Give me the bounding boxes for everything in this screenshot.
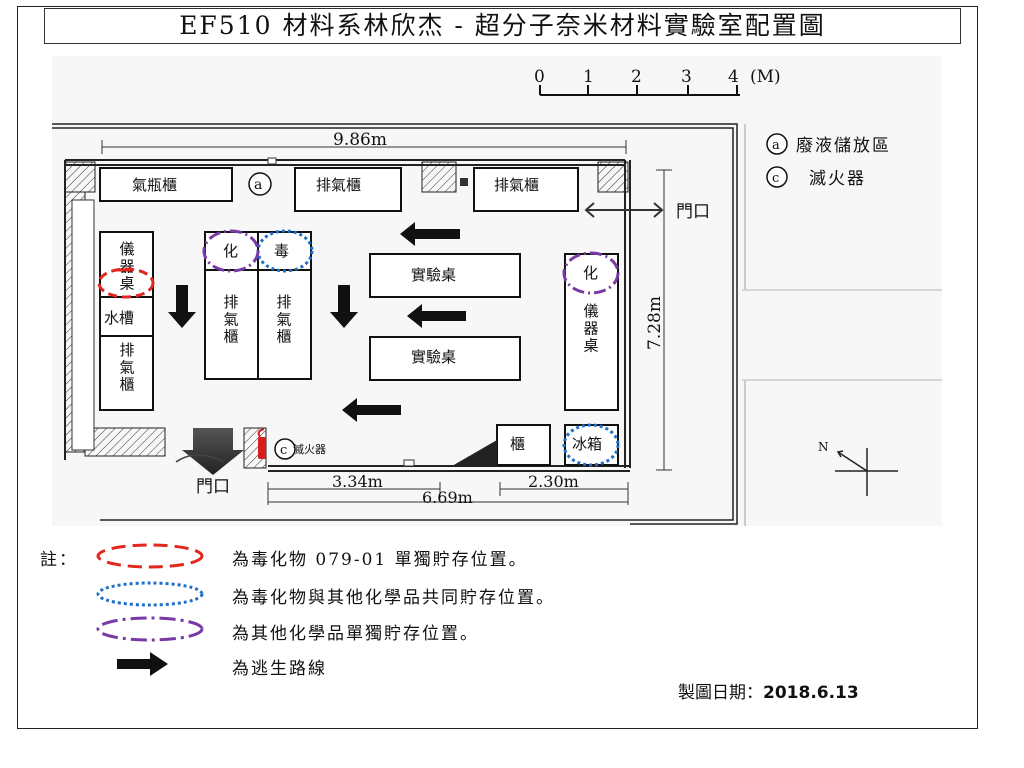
fume-hood-top-right (473, 167, 579, 212)
note-toxic-shared: 為毒化物與其他化學品共同貯存位置。 (232, 588, 555, 608)
extinguisher-marker-icon (274, 438, 296, 460)
right-door-arrow (584, 202, 664, 218)
escape-arrow-3 (342, 398, 401, 422)
fume-hood-top-middle-label: 排氣櫃 (316, 176, 361, 194)
other-chem-marker-1 (202, 229, 260, 273)
toxic-shared-marker-2 (562, 423, 620, 467)
other-chem-marker-2 (562, 251, 620, 295)
extinguisher-marker-label: 滅火器 (293, 443, 326, 456)
note-toxic-only-symbol (96, 543, 204, 569)
bottom-door-swing (175, 454, 225, 463)
scale-tick-4: 4 (728, 67, 739, 87)
instrument-table-right (564, 253, 619, 411)
toxic-marker-label: 毒 (274, 242, 289, 260)
gas-cabinet (99, 167, 233, 202)
scale-tick-2: 2 (631, 67, 642, 87)
escape-arrow-1 (400, 222, 460, 246)
scale-bar (539, 85, 740, 96)
lab-bench-2-label: 實驗桌 (411, 348, 456, 366)
escape-arrow-5 (330, 285, 358, 328)
fume-hood-top-right-label: 排氣櫃 (494, 176, 539, 194)
drawing-date-label: 製圖日期： (678, 683, 763, 703)
instrument-table-left-label: 儀器桌 (119, 240, 134, 293)
chem-marker-2-label: 化 (583, 264, 598, 282)
legend-waste-symbol: a (772, 138, 780, 153)
bottom-door-arrow (182, 428, 244, 475)
title-banner (44, 8, 961, 44)
wall-detail-3 (403, 459, 415, 467)
notes-heading: 註： (40, 550, 78, 570)
fridge-label: 冰箱 (572, 435, 602, 453)
drawing-date-value: 2018.6.13 (763, 683, 859, 703)
legend-waste-label: 廢液儲放區 (796, 136, 891, 156)
lab-bench-2 (369, 336, 521, 381)
scale-tick-1: 1 (583, 67, 594, 87)
dimension-top-label: 9.86m (333, 130, 387, 150)
left-bench-column (99, 231, 154, 411)
bottom-door-label: 門口 (196, 477, 230, 497)
wall-hatch-bottom-left (84, 427, 166, 457)
instrument-table-right-label: 儀器桌 (583, 302, 598, 355)
wall-hatch-top-left (64, 161, 96, 193)
compass-icon (835, 448, 898, 496)
escape-arrows (168, 222, 466, 422)
legend-extinguisher-symbol: c (772, 171, 779, 186)
waste-storage-symbol: a (254, 177, 262, 193)
fume-hood-top-middle (294, 167, 402, 212)
dimension-bottom-left-label: 3.34m (332, 472, 383, 491)
right-door-label: 門口 (676, 202, 710, 222)
note-other-chem-symbol (96, 616, 204, 642)
sink-label: 水槽 (104, 309, 134, 327)
building-outline (52, 123, 942, 526)
dimension-top (101, 140, 627, 154)
escape-arrow-2 (407, 304, 466, 328)
waste-storage-icon (248, 172, 272, 196)
page-frame (17, 6, 978, 729)
wall-detail-2 (460, 178, 468, 186)
compass-north-label: N (818, 440, 829, 454)
legend-waste-icon (766, 133, 788, 155)
escape-arrow-4 (168, 285, 196, 328)
note-toxic-only: 為毒化物 079-01 單獨貯存位置。 (232, 550, 528, 570)
cabinet-bottom-label: 櫃 (510, 435, 525, 453)
floor-ramp (452, 440, 497, 466)
note-other-chem: 為其他化學品單獨貯存位置。 (232, 624, 479, 644)
note-toxic-shared-symbol (96, 581, 204, 607)
dimension-right (656, 169, 672, 471)
wall-hatch-top-right (597, 161, 629, 193)
drawing-date: 製圖日期：2018.6.13 (678, 678, 859, 703)
fume-hood-left-label: 排氣櫃 (119, 341, 134, 394)
scale-tick-0: 0 (534, 67, 545, 87)
legend-extinguisher-icon (766, 166, 788, 188)
note-escape-arrow-icon (117, 652, 168, 676)
chem-marker-1-label: 化 (223, 242, 238, 260)
dimension-bottom-total-label: 6.69m (422, 488, 473, 507)
dimension-bottom-right-label: 2.30m (528, 472, 579, 491)
fire-extinguisher-icon (258, 437, 266, 459)
lab-bench-1-label: 實驗桌 (411, 266, 456, 284)
scale-labels: 0 1 2 3 4 (M) (534, 67, 781, 87)
legend: a 廢液儲放區 c 滅火器 (766, 133, 891, 189)
left-wall-panel (71, 199, 95, 451)
hood-column-1-label: 排氣櫃 (223, 293, 238, 346)
dimension-bottom (267, 482, 629, 505)
lab-bench-1 (369, 253, 521, 298)
scale-unit: (M) (750, 67, 781, 87)
fire-extinguisher-nozzle (257, 428, 265, 438)
dimension-right-label: 7.28m (645, 296, 665, 350)
hood-column-2-label: 排氣櫃 (276, 293, 291, 346)
wall-hatch-top-column (421, 161, 457, 193)
extinguisher-marker-symbol: c (280, 443, 287, 458)
wall-detail-1 (267, 157, 277, 165)
scale-tick-3: 3 (681, 67, 692, 87)
note-escape-route: 為逃生路線 (232, 659, 327, 679)
legend-extinguisher-label: 滅火器 (809, 169, 866, 189)
page-title: EF510 材料系林欣杰 - 超分子奈米材料實驗室配置圖 (179, 11, 826, 40)
gas-cabinet-label: 氣瓶櫃 (132, 176, 177, 194)
